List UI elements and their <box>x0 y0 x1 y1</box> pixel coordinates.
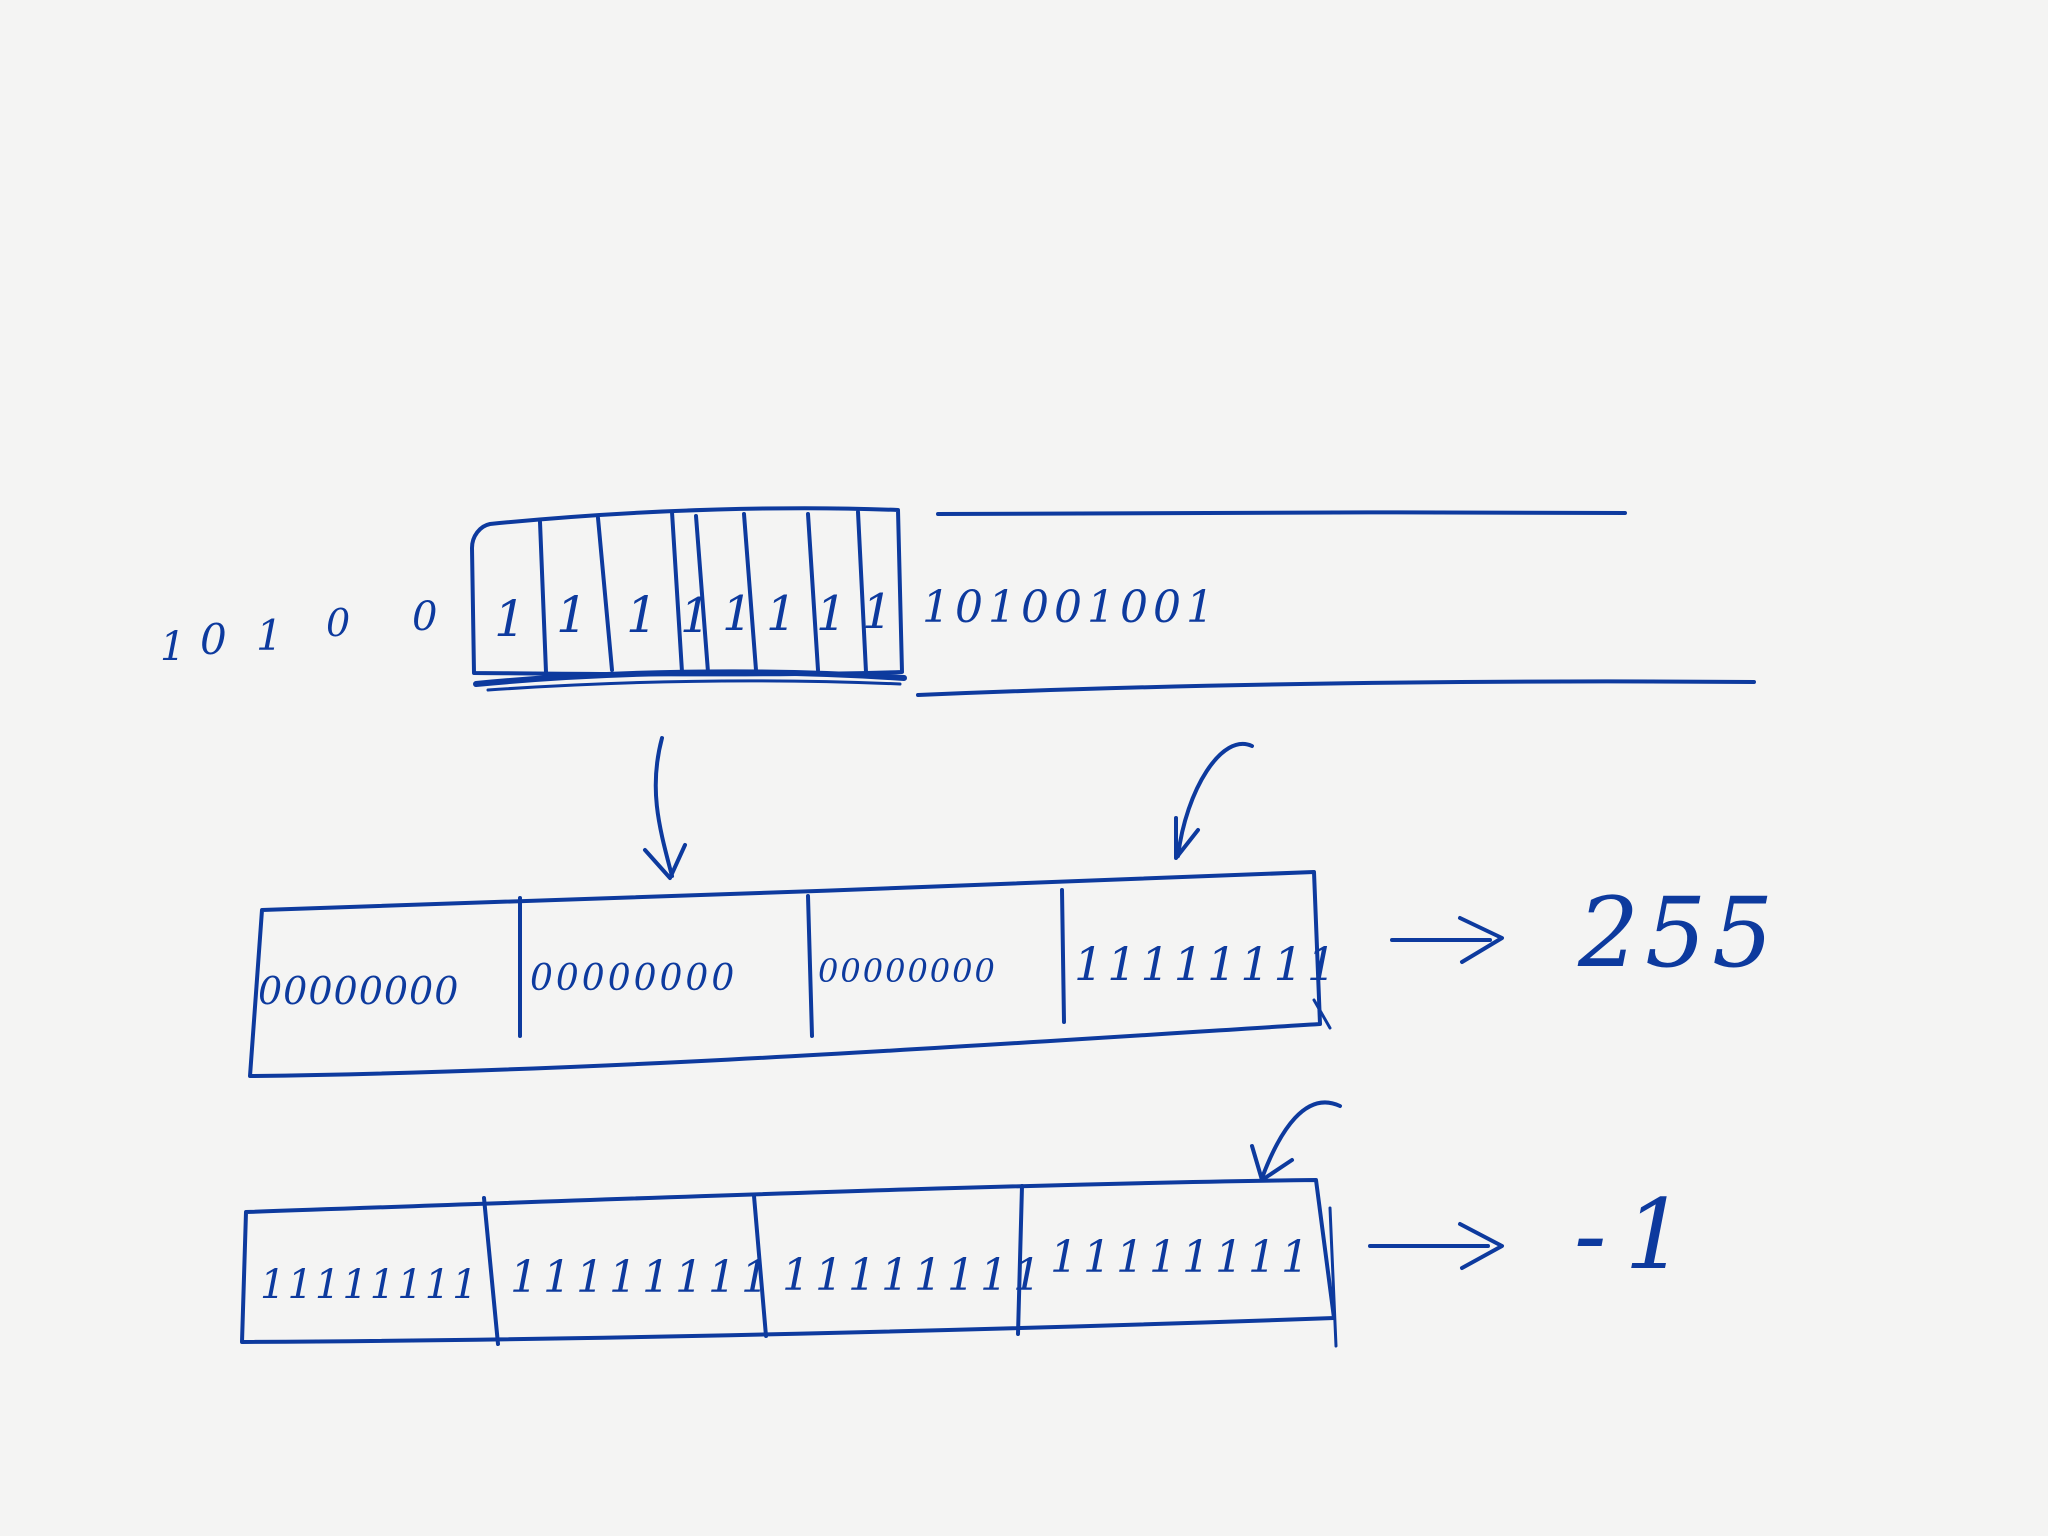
unsigned-result: 255 <box>1577 877 1779 989</box>
signed-byte-1: 11111111 <box>260 1262 480 1308</box>
byte-bit-4: 1 <box>680 588 711 644</box>
signed-result: -1 <box>1574 1179 1704 1291</box>
stream-bottom-line <box>916 679 1756 697</box>
unsigned-row: 00000000 00000000 00000000 11111111 255 <box>248 870 1779 1078</box>
byte-bit-1: 1 <box>494 590 526 648</box>
left-bit-4: 0 <box>326 601 350 645</box>
byte-bit-8: 1 <box>862 584 893 640</box>
unsigned-byte-3: 00000000 <box>818 952 997 990</box>
left-bit-3: 1 <box>256 611 283 660</box>
byte-bit-2: 1 <box>556 586 588 644</box>
byte-box-underline-2 <box>486 679 902 692</box>
unsigned-byte-2: 00000000 <box>530 958 737 999</box>
arrow-right-minus1 <box>1368 1222 1504 1270</box>
byte-bit-6: 1 <box>766 586 797 642</box>
signed-row: 11111111 11111111 11111111 11111111 -1 <box>240 1178 1704 1348</box>
arrow-curved-255 <box>1174 742 1254 860</box>
signed-byte-4: 11111111 <box>1050 1232 1314 1283</box>
byte-bit-7: 1 <box>816 586 847 642</box>
left-bit-1: 1 <box>160 624 185 670</box>
stream-top-line <box>936 510 1627 516</box>
arrow-curved-minus1 <box>1250 1100 1342 1182</box>
arrow-right-255 <box>1390 916 1504 964</box>
signed-byte-3: 11111111 <box>782 1250 1046 1301</box>
right-bits: 101001001 <box>922 582 1219 633</box>
left-bit-2: 0 <box>200 615 227 664</box>
arrow-down-straight <box>643 736 687 880</box>
byte-box-dividers <box>538 510 868 674</box>
unsigned-byte-4: 11111111 <box>1074 937 1340 991</box>
left-bit-5: 0 <box>412 594 437 640</box>
unsigned-row-box <box>248 870 1322 1078</box>
unsigned-byte-1: 00000000 <box>258 969 459 1013</box>
signed-byte-2: 11111111 <box>510 1252 774 1303</box>
byte-bit-5: 1 <box>722 586 753 642</box>
byte-bit-3: 1 <box>626 586 658 644</box>
